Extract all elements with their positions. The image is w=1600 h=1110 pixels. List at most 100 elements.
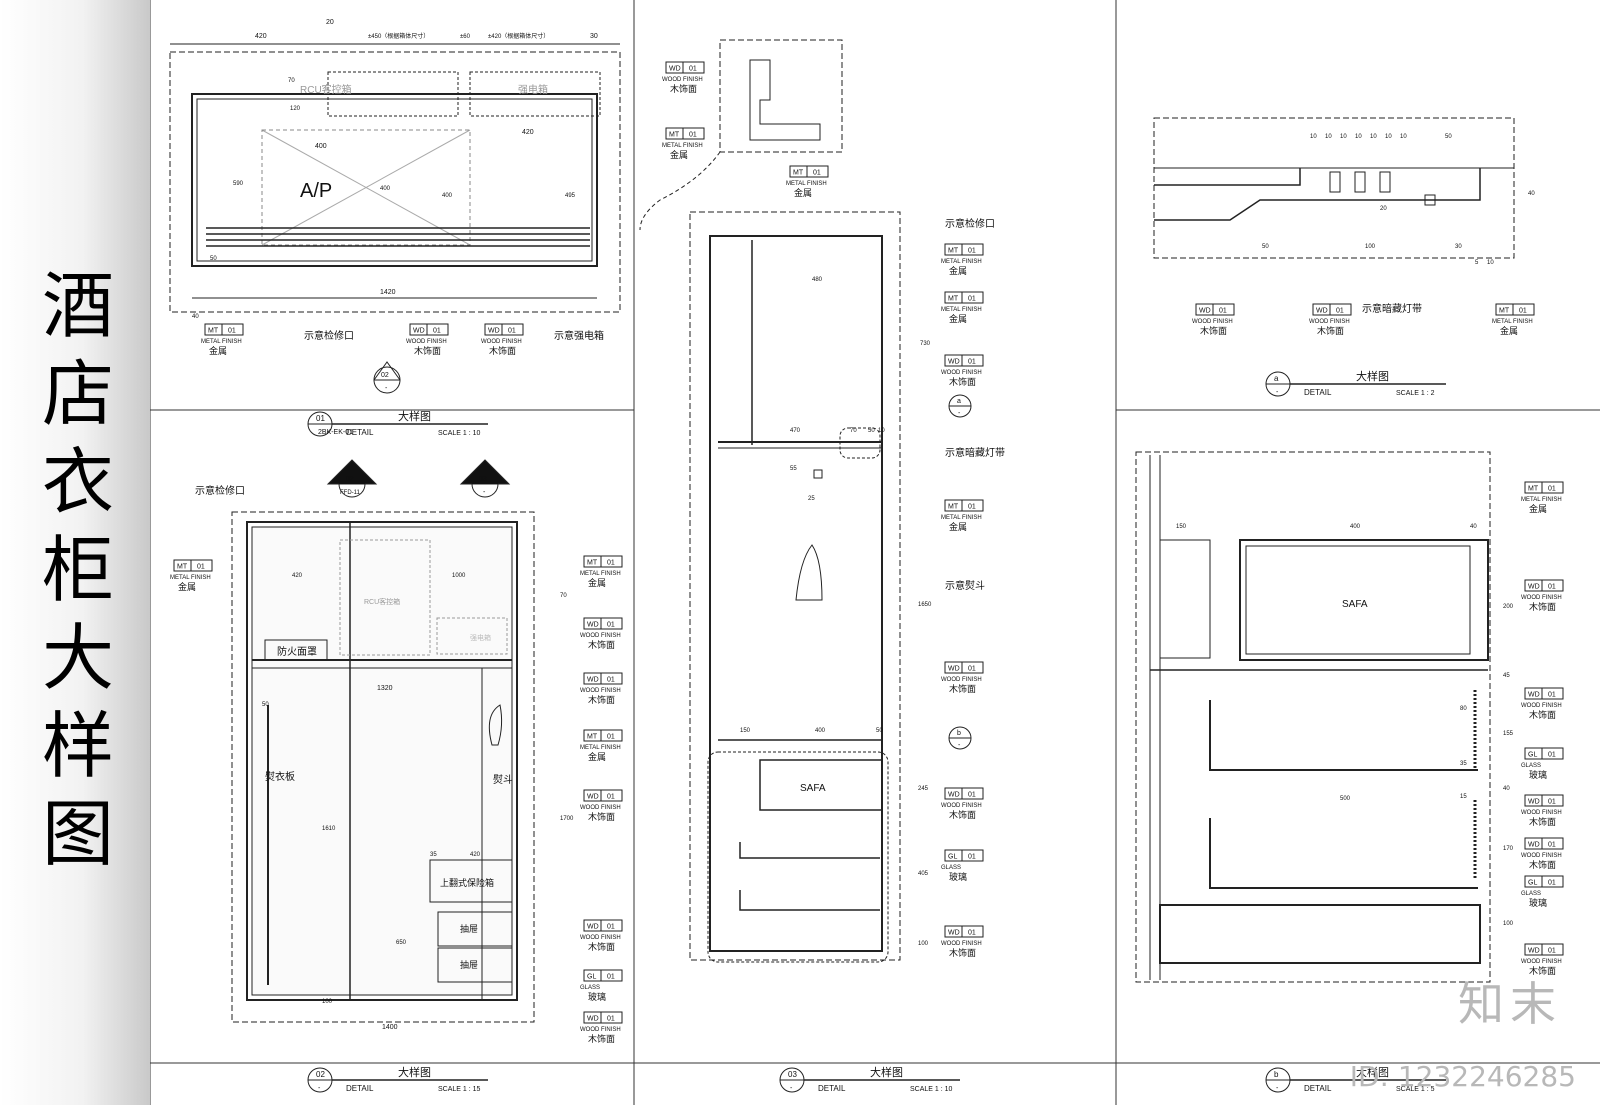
tag-num: 01 bbox=[607, 622, 615, 629]
tag-cn: 玻璃 bbox=[588, 991, 606, 1002]
tag-en: WOOD FINISH bbox=[1521, 595, 1562, 601]
iron-hook bbox=[488, 704, 503, 746]
tag-en: WOOD FINISH bbox=[941, 677, 982, 683]
safa-label: SAFA bbox=[800, 783, 826, 794]
tag-en: GLASS bbox=[580, 985, 600, 991]
tag-box bbox=[583, 1011, 623, 1024]
tag-num: 01 bbox=[1548, 799, 1556, 806]
title-en: DETAIL bbox=[346, 1084, 374, 1093]
tag-num: 01 bbox=[968, 359, 976, 366]
tag-cn: 金属 bbox=[670, 149, 688, 160]
tag-cn: 木饰面 bbox=[414, 345, 441, 356]
tag-code: MT bbox=[669, 132, 680, 139]
tag-num: 01 bbox=[1548, 486, 1556, 493]
tag-code: WD bbox=[1528, 948, 1540, 955]
title-char: 图 bbox=[41, 792, 114, 876]
dim-text: 30 bbox=[590, 33, 598, 40]
page-title: 酒 店 衣 柜 大 样 图 bbox=[38, 262, 118, 878]
tag-box bbox=[484, 323, 524, 336]
tag-en: METAL FINISH bbox=[170, 575, 211, 581]
tag-num: 01 bbox=[1548, 584, 1556, 591]
detail-a-profile bbox=[1154, 168, 1301, 186]
title-char: 店 bbox=[41, 352, 114, 436]
tag-num: 01 bbox=[1336, 308, 1344, 315]
detail-view-b: SAFA 150 400 40 200 45 80 155 35 40 15 5… bbox=[1135, 451, 1564, 983]
safe-box-b bbox=[1239, 539, 1489, 661]
led-slot bbox=[1379, 171, 1391, 193]
tag-box bbox=[944, 925, 984, 938]
tag-num: 01 bbox=[968, 296, 976, 303]
drawer-b2 bbox=[1209, 818, 1478, 889]
hanging-rods bbox=[206, 227, 590, 247]
dim-text: 40 bbox=[192, 314, 199, 320]
tag-cn: 木饰面 bbox=[588, 694, 615, 705]
tag-box bbox=[944, 661, 984, 674]
dim-text: 1700 bbox=[560, 816, 574, 822]
title-cn: 大样图 bbox=[398, 1065, 431, 1079]
dim-text: 25 bbox=[808, 496, 815, 502]
tag-num: 01 bbox=[813, 170, 821, 177]
title-cn: 大样图 bbox=[398, 409, 431, 423]
tag-num: 01 bbox=[607, 974, 615, 981]
tag-num: 01 bbox=[508, 328, 516, 335]
iron-board-label: 熨衣板 bbox=[265, 770, 295, 783]
dim-text: 500 bbox=[1340, 796, 1351, 802]
drawer-bottom bbox=[437, 947, 513, 983]
tag-en: WOOD FINISH bbox=[580, 935, 621, 941]
marker-num: 02 bbox=[346, 476, 354, 483]
tag-box bbox=[944, 354, 984, 367]
dim-text: 400 bbox=[815, 728, 826, 734]
tag-cn: 金属 bbox=[588, 751, 606, 762]
safe-inner bbox=[1245, 545, 1471, 655]
drawing-sheet: RCU客控箱 强电箱 A/P 420 20 ±450（根据箱体尺寸） ±60 ±… bbox=[149, 0, 1600, 1105]
tag-code: GL bbox=[1528, 752, 1537, 759]
tag-code: WD bbox=[948, 930, 960, 937]
title-char: 样 bbox=[41, 704, 114, 788]
title-scale: SCALE 1 : 15 bbox=[438, 1086, 481, 1093]
dim-text: 1000 bbox=[452, 573, 466, 579]
title-cn: 大样图 bbox=[1356, 1065, 1389, 1079]
title-scale: SCALE 1 : 2 bbox=[1396, 390, 1435, 397]
title-ref: - bbox=[790, 1085, 793, 1092]
title-en: DETAIL bbox=[818, 1084, 846, 1093]
dim-text: 40 bbox=[1470, 524, 1477, 530]
marker-num: b bbox=[957, 730, 961, 737]
detail-b-callout bbox=[707, 751, 889, 963]
tag-cn: 金属 bbox=[588, 577, 606, 588]
section-view-03: SAFA 示意检修口 示意暗藏灯带 示意熨斗 480 730 470 70 50… bbox=[639, 39, 1005, 963]
title-ref: - bbox=[1276, 1085, 1279, 1092]
led-strip bbox=[1424, 194, 1436, 206]
title-scale: SCALE 1 : 10 bbox=[910, 1086, 953, 1093]
note-access: 示意检修口 bbox=[195, 484, 245, 497]
dim-text: 150 bbox=[1176, 524, 1187, 530]
tag-box bbox=[1524, 875, 1564, 888]
tag-num: 01 bbox=[1219, 308, 1227, 315]
tag-num: 01 bbox=[1548, 842, 1556, 849]
title-char: 柜 bbox=[41, 528, 114, 612]
tag-en: WOOD FINISH bbox=[941, 370, 982, 376]
iron-icon bbox=[795, 544, 823, 601]
tag-box bbox=[944, 849, 984, 862]
drawer-label: 抽屉 bbox=[460, 923, 478, 934]
tag-code: WD bbox=[1199, 308, 1211, 315]
note-iron: 示意熨斗 bbox=[945, 579, 985, 592]
plan-view-01: RCU客控箱 强电箱 A/P 420 20 ±450（根据箱体尺寸） ±60 ±… bbox=[169, 19, 621, 394]
dim-text: 10 bbox=[1325, 134, 1332, 140]
detail-a-boundary bbox=[1153, 117, 1515, 259]
tag-en: GLASS bbox=[941, 865, 961, 871]
tag-en: METAL FINISH bbox=[1492, 319, 1533, 325]
side-post bbox=[1159, 539, 1211, 659]
